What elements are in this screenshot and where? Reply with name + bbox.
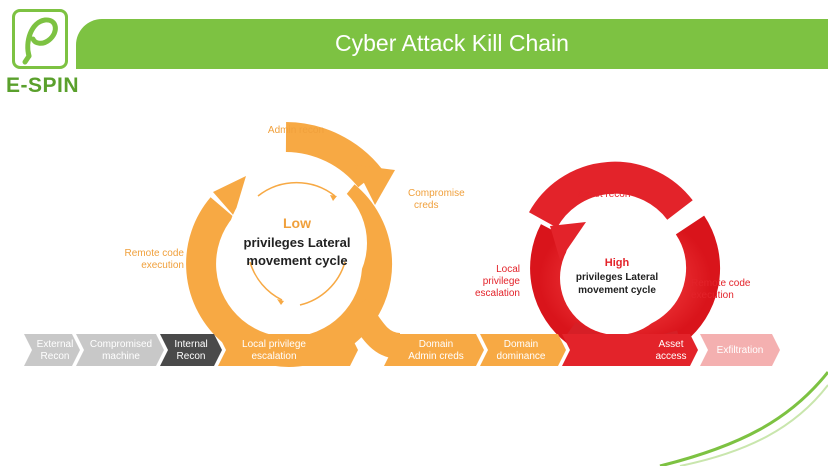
chain-label-7b: access [655,351,686,362]
low-cycle-ring-top [285,122,382,188]
chain-label-3a: Internal [174,339,207,350]
chain-step-internal-recon [160,334,222,366]
chain-label-4b: escalation [251,351,296,362]
high-cycle-center [560,221,674,335]
low-inner-arrow-left [249,261,283,301]
label-asset-recon: Asset recon [578,189,631,200]
high-center-line3: movement cycle [578,285,656,296]
label-local-1: Local [496,264,520,275]
kill-chain [24,334,780,366]
low-inner-arrow-right [299,261,346,306]
chain-label-6b: dominance [497,351,546,362]
decorative-swoosh-light [679,384,828,466]
page-title: Cyber Attack Kill Chain [335,30,569,56]
chain-label-5a: Domain [419,339,453,350]
decorative-swoosh [659,371,828,466]
low-inner-arrow-top [257,181,336,197]
low-center-line2: privileges Lateral [244,235,351,250]
low-center-line1: Low [283,215,311,231]
logo-text: E-SPIN [6,74,80,97]
chain-step-exfiltration [700,334,780,366]
label-admin-recon: Admin recon [268,125,324,136]
label-low-remote-2: execution [141,260,184,271]
label-high-remote-1: Remote code [691,278,751,289]
title-banner: Cyber Attack Kill Chain [76,19,828,69]
low-cycle-center [227,173,367,313]
label-local-3: escalation [475,288,520,299]
chain-label-5b: Admin creds [408,351,464,362]
chain-label-1b: Recon [41,351,70,362]
logo [12,9,68,69]
high-center-line1: High [605,257,630,269]
label-low-remote-1: Remote code [125,248,185,259]
low-cycle-arrowhead-right [355,165,395,205]
chain-step-domain-dominance [480,334,566,366]
chain-step-domain-admin [384,334,484,366]
chain-label-1a: External [37,339,74,350]
chain-label-3b: Recon [177,351,206,362]
chain-step-local-privilege [218,334,358,366]
high-cycle-ring-top [529,161,693,229]
label-compromise-1: Compromise [408,188,465,199]
high-cycle-arrowhead [550,222,586,260]
low-center-line3: movement cycle [246,253,347,268]
chain-label-8a: Exfiltration [717,345,764,356]
logo-mark-icon [22,17,58,65]
high-center-line2: privileges Lateral [576,272,658,283]
chain-step-asset-access [562,334,698,366]
label-compromise-2: creds [414,200,438,211]
chain-label-7a: Asset [658,339,683,350]
chain-label-4a: Local privilege [242,339,306,350]
low-inner-arrowhead-top [330,195,337,201]
chain-label-2b: machine [102,351,140,362]
chain-label-6a: Domain [504,339,538,350]
label-high-remote-2: execution [691,290,734,301]
low-inner-arrowhead-left [277,299,284,305]
chain-label-2a: Compromised [90,339,152,350]
low-cycle-arrowhead-left [213,176,246,216]
chain-step-compromised-machine [76,334,164,366]
chain-step-external-recon [24,334,80,366]
label-local-2: privilege [483,276,521,287]
